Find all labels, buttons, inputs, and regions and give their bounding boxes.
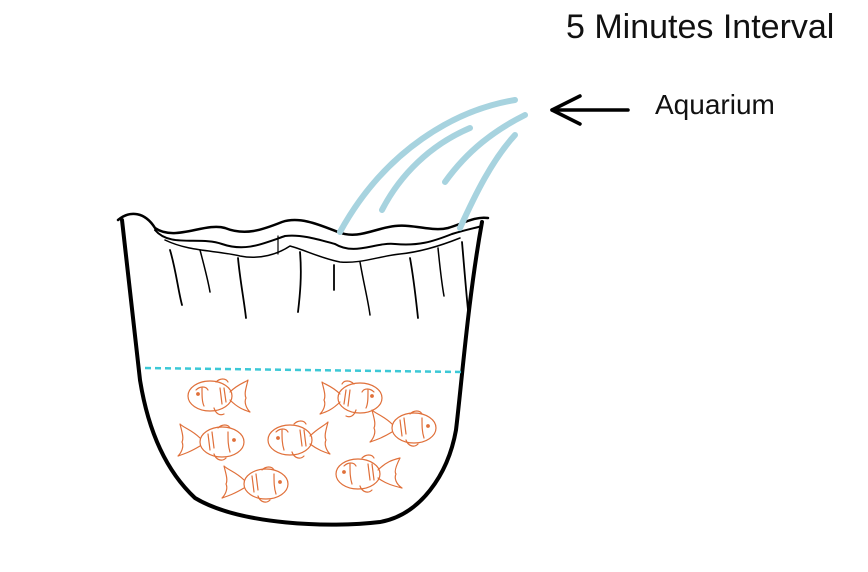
fish <box>177 423 245 461</box>
net-wrinkle <box>169 249 183 306</box>
water-stream-line <box>457 132 518 231</box>
fish <box>267 420 331 459</box>
net-rim-outer <box>116 212 490 236</box>
water-stream-line <box>337 97 518 235</box>
net-wrinkle <box>237 257 247 319</box>
net-wrinkle <box>359 261 371 316</box>
net-wrinkle <box>437 247 445 297</box>
net-bucket-body <box>120 218 484 527</box>
water-level-line <box>144 366 463 374</box>
aquarium-label: Aquarium <box>655 89 775 120</box>
fish <box>369 409 437 447</box>
net-wrinkle <box>297 251 302 313</box>
diagram-title: 5 Minutes Interval <box>566 8 835 46</box>
arrow-head <box>550 94 582 126</box>
fish <box>187 378 251 416</box>
net-rim-inner <box>154 225 483 250</box>
water-stream-line <box>379 125 473 213</box>
fish <box>335 454 403 493</box>
fish-group <box>177 378 437 503</box>
fish <box>319 380 383 418</box>
pointer-arrow <box>550 94 630 126</box>
net-rim-fold <box>164 237 461 264</box>
net-bucket <box>116 212 490 527</box>
net-wrinkle <box>409 257 419 319</box>
water-stream <box>337 97 528 235</box>
water-stream-line <box>442 112 528 185</box>
net-wrinkle <box>461 241 469 311</box>
fish <box>221 465 289 503</box>
net-wrinkle <box>199 249 211 293</box>
